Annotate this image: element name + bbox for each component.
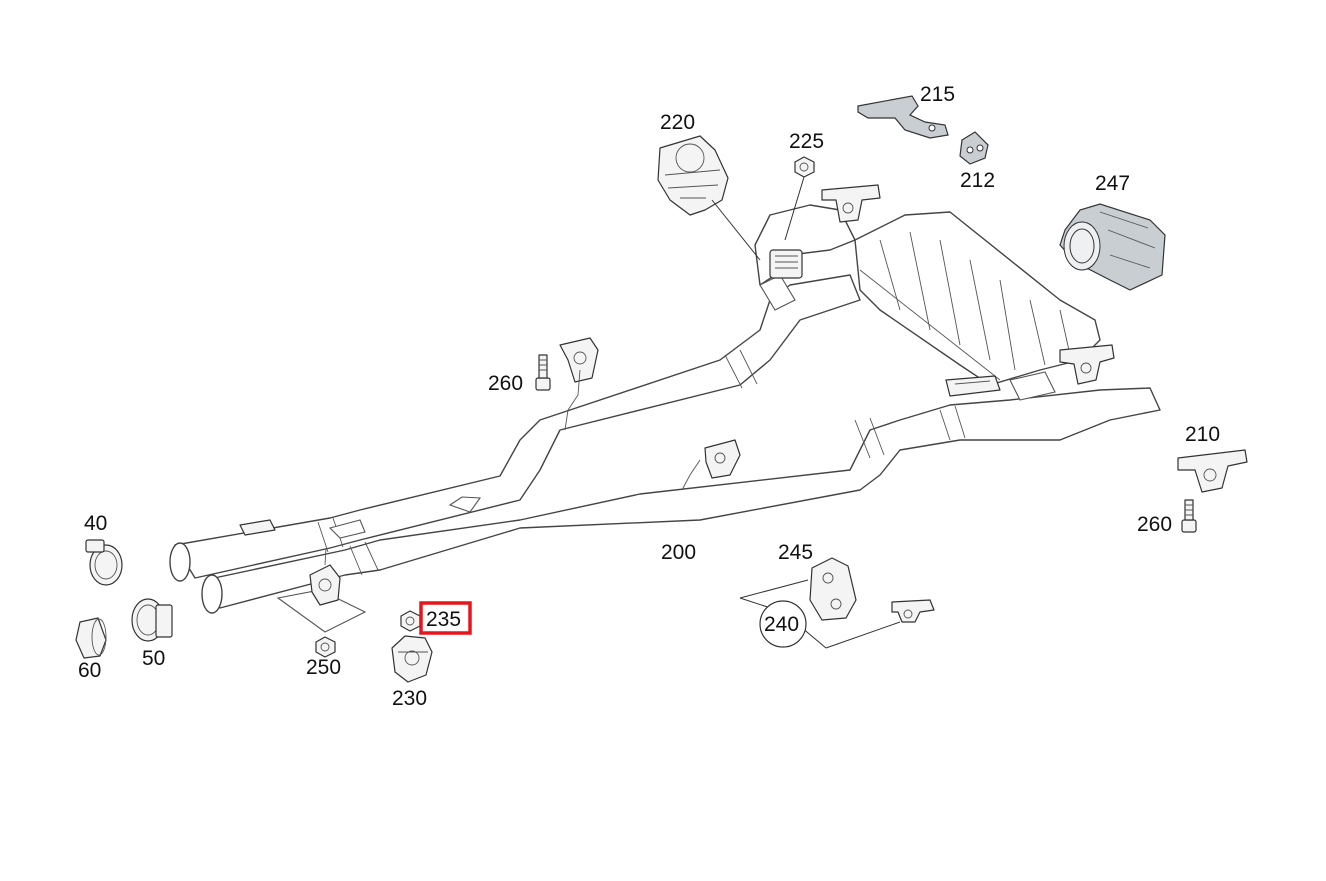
part-50-clamp[interactable] [131, 598, 173, 642]
part-245-rubber-hanger[interactable] [809, 557, 857, 621]
muffler-hanger-right[interactable] [1059, 344, 1115, 385]
label-60[interactable]: 60 [78, 659, 101, 682]
part-235-nut[interactable] [400, 610, 421, 632]
label-245[interactable]: 245 [778, 541, 813, 564]
part-212-rubber-mount[interactable] [959, 131, 989, 165]
label-50[interactable]: 50 [142, 647, 165, 670]
label-220[interactable]: 220 [660, 111, 695, 134]
part-247-tail-trim[interactable] [1059, 203, 1166, 291]
part-250-nut[interactable] [315, 636, 336, 658]
label-260-left[interactable]: 260 [488, 372, 523, 395]
part-240-kit[interactable] [739, 579, 901, 649]
label-225[interactable]: 225 [789, 130, 824, 153]
label-212[interactable]: 212 [960, 169, 995, 192]
part-240-bracket[interactable] [891, 599, 935, 623]
pipe-clamp-rear[interactable] [945, 375, 1001, 397]
part-40-clamp[interactable] [85, 539, 123, 586]
pipe-hanger-top[interactable] [821, 184, 881, 223]
part-220-actuator[interactable] [657, 135, 761, 261]
rear-muffler[interactable] [854, 211, 1101, 401]
label-210[interactable]: 210 [1185, 423, 1220, 446]
pipe-hanger-middle[interactable] [681, 439, 741, 491]
label-215[interactable]: 215 [920, 83, 955, 106]
label-40[interactable]: 40 [84, 512, 107, 535]
label-260-right[interactable]: 260 [1137, 513, 1172, 536]
exhaust-pipe-assembly[interactable] [169, 274, 1161, 614]
part-260-bolt-left[interactable] [535, 354, 551, 391]
label-235[interactable]: 235 [426, 608, 461, 631]
label-247[interactable]: 247 [1095, 172, 1130, 195]
flap-section[interactable] [754, 204, 856, 311]
label-200[interactable]: 200 [661, 541, 696, 564]
pipe-hanger-lower-front[interactable] [239, 519, 276, 536]
label-250[interactable]: 250 [306, 656, 341, 679]
part-230-mount[interactable] [391, 635, 433, 683]
part-210-hanger[interactable] [1177, 449, 1248, 493]
front-hanger-plate[interactable] [276, 547, 367, 633]
part-260-bolt-right[interactable] [1181, 499, 1197, 533]
label-240[interactable]: 240 [764, 613, 799, 636]
pipe-hanger-front[interactable] [559, 337, 599, 431]
label-230[interactable]: 230 [392, 687, 427, 710]
part-215-bracket[interactable] [857, 95, 949, 139]
part-225-nut[interactable] [784, 156, 815, 241]
part-60-sleeve[interactable] [75, 617, 107, 659]
selected-part-highlight [419, 601, 472, 635]
